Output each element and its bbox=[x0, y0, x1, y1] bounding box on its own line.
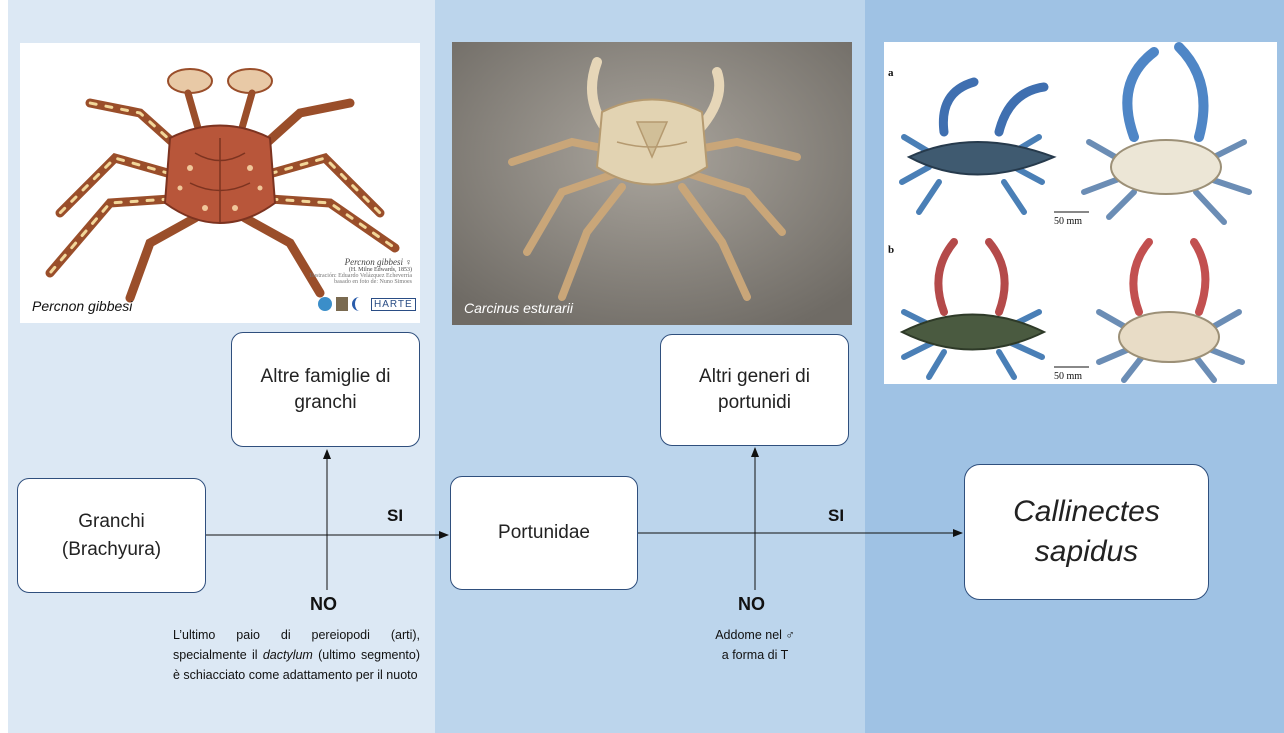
node-altri-generi-line2: portunidi bbox=[699, 390, 810, 416]
node-altre-famiglie-line1: Altre famiglie di bbox=[261, 364, 391, 390]
node-portunidae: Portunidae bbox=[450, 476, 638, 590]
node-callinectes-line1: Callinectes bbox=[1013, 492, 1160, 532]
edge-label-si-2: SI bbox=[828, 506, 844, 526]
node-callinectes-sapidus: Callinectes sapidus bbox=[964, 464, 1209, 600]
node-granchi-line1: Granchi bbox=[62, 508, 161, 536]
node-altre-famiglie: Altre famiglie di granchi bbox=[231, 332, 420, 447]
node-altri-generi-line1: Altri generi di bbox=[699, 364, 810, 390]
edge-label-no-2: NO bbox=[738, 594, 765, 615]
edge-label-no-1: NO bbox=[310, 594, 337, 615]
criterion-abdomen-line2: a forma di T bbox=[690, 645, 820, 665]
node-callinectes-line2: sapidus bbox=[1013, 532, 1160, 572]
node-altri-generi: Altri generi di portunidi bbox=[660, 334, 849, 446]
criterion-abdomen-shape: Addome nel ♂ a forma di T bbox=[690, 625, 820, 665]
criterion-swimming-legs: L’ultimo paio di pereiopodi (arti), spec… bbox=[173, 625, 420, 685]
criterion-swimming-legs-emph: dactylum bbox=[263, 648, 313, 662]
node-granchi: Granchi (Brachyura) bbox=[17, 478, 206, 593]
node-granchi-line2: (Brachyura) bbox=[62, 536, 161, 564]
node-altre-famiglie-line2: granchi bbox=[261, 390, 391, 416]
node-portunidae-label: Portunidae bbox=[498, 522, 590, 544]
edge-label-si-1: SI bbox=[387, 506, 403, 526]
criterion-abdomen-line1: Addome nel ♂ bbox=[690, 625, 820, 645]
